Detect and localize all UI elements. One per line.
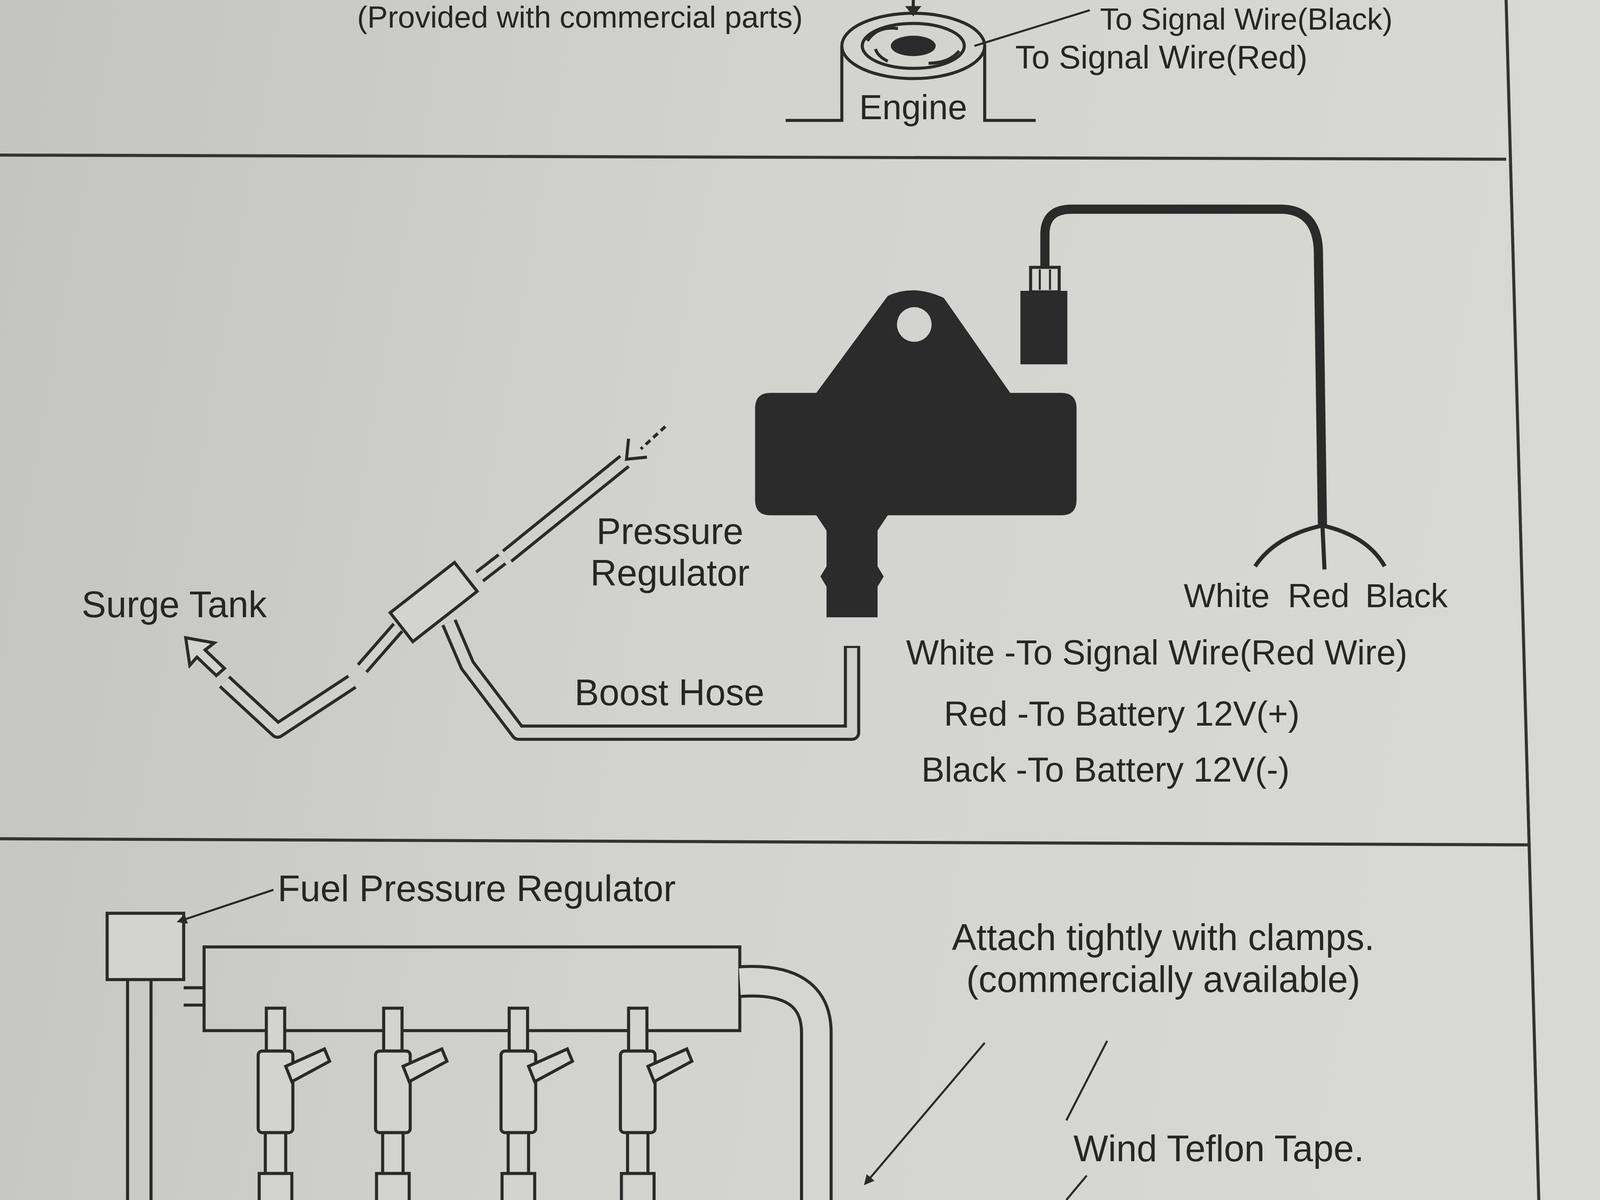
wire-label: To Signal Wire(Red) (1015, 38, 1308, 77)
wire-split (1255, 525, 1385, 570)
part-name: Engine (859, 87, 968, 128)
section-rule (0, 155, 1506, 160)
wiring-note: Black -To Battery 12V(-) (921, 750, 1290, 790)
wire-color: Red (1287, 576, 1350, 616)
wire-color: Black (1365, 576, 1448, 616)
injector (501, 1008, 573, 1200)
note-text: Attach tightly with clamps. (commerciall… (931, 916, 1395, 1001)
surge-tank-hose (224, 681, 352, 731)
connector-plug (1020, 290, 1068, 365)
flow-arrow (640, 426, 666, 449)
injector (375, 1008, 448, 1200)
leader-line (1066, 1175, 1087, 1200)
regulator-joint (183, 987, 204, 1005)
leader-arrow (178, 889, 274, 922)
wire-color: White (1183, 576, 1270, 616)
leader-line (1066, 1040, 1108, 1121)
part-name: Surge Tank (81, 583, 267, 626)
frame-rule (1506, 0, 1539, 1200)
mount-hole (896, 307, 932, 342)
sensor-cable (1044, 209, 1323, 526)
connector-pins (1030, 267, 1060, 292)
wire-label: To Signal Wire(Black) (1100, 2, 1393, 38)
boost-hose (448, 622, 852, 733)
flow-arrow (185, 637, 225, 676)
engine-pulley (842, 13, 985, 79)
section-rule (0, 838, 1531, 845)
surge-tank-hose (224, 681, 352, 731)
arrow-head (905, 6, 922, 17)
connector-pins (1039, 269, 1050, 290)
tee-stub (479, 559, 502, 577)
return-pipe (127, 979, 152, 1200)
wiring-note: Red -To Battery 12V(+) (944, 694, 1300, 734)
flow-arrow (626, 438, 647, 460)
tee-stub (362, 627, 398, 669)
part-name: Fuel Pressure Regulator (277, 867, 676, 910)
boost-hose (448, 622, 852, 733)
note-text: Wind Teflon Tape. (1073, 1127, 1365, 1170)
tee-stub (362, 627, 398, 669)
engine-spokes (867, 28, 960, 64)
note-text: (Provided with commercial parts) (357, 0, 803, 36)
fuel-line (739, 981, 816, 1200)
injector (620, 1008, 692, 1200)
leader-arrow (865, 1042, 985, 1184)
tee-stub (479, 559, 502, 577)
fuel-line (739, 981, 816, 1200)
part-name: Boost Hose (574, 671, 765, 714)
engine-pulley (862, 23, 965, 69)
fuel-regulator (107, 913, 184, 980)
part-name: Pressure Regulator (571, 510, 769, 595)
engine-hub (890, 35, 936, 56)
pressure-sensor (755, 290, 1077, 618)
tee-fitting (390, 562, 478, 642)
wiring-note: White -To Signal Wire(Red Wire) (906, 632, 1408, 673)
injector (258, 1008, 330, 1200)
